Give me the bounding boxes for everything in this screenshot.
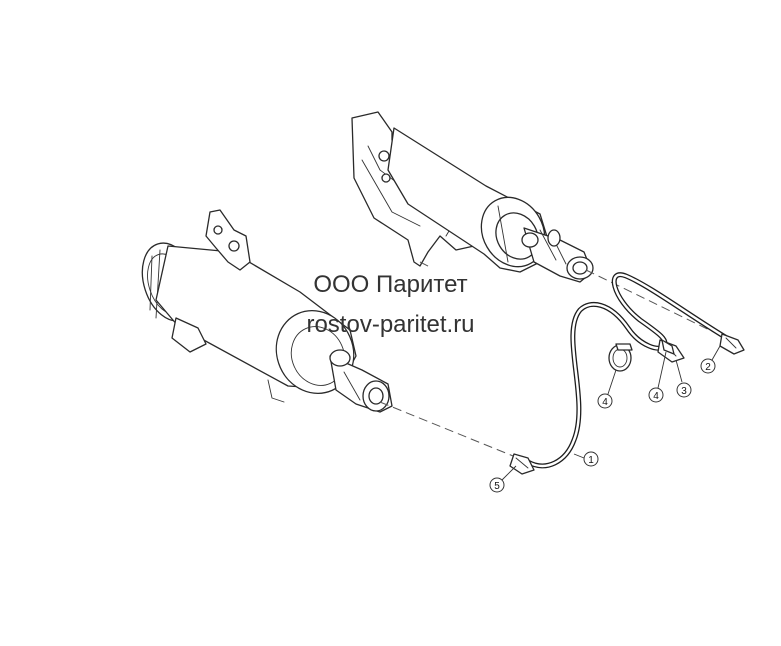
callout-label-1: 1 — [588, 455, 594, 466]
callouts: 1 2 3 4 4 5 — [489, 345, 721, 493]
front-top-bracket — [205, 209, 251, 271]
callout-label-5: 5 — [494, 481, 500, 492]
callout-circle-3 — [676, 382, 692, 398]
callout-label-4a: 4 — [602, 397, 608, 408]
watermark-site: rostov-paritet.ru — [306, 311, 475, 338]
callout-label-3: 3 — [681, 386, 687, 397]
callout-circle-2 — [700, 358, 716, 374]
wiring-harness — [509, 272, 745, 475]
harness-cable — [525, 272, 733, 469]
front-motor-unit — [141, 209, 393, 413]
rear-motor-unit — [351, 111, 594, 283]
callout-label-2: 2 — [705, 362, 711, 373]
connector-left — [509, 453, 535, 475]
callout-circle-4a — [597, 393, 613, 409]
hose-clamp — [608, 339, 675, 372]
callout-circle-4b — [648, 387, 664, 403]
callout-circle-1 — [583, 451, 599, 467]
watermark-company: ООО Паритет — [313, 271, 468, 298]
callout-circle-5 — [489, 477, 505, 493]
assembly-lines — [379, 261, 731, 459]
callout-label-4b: 4 — [653, 391, 659, 402]
